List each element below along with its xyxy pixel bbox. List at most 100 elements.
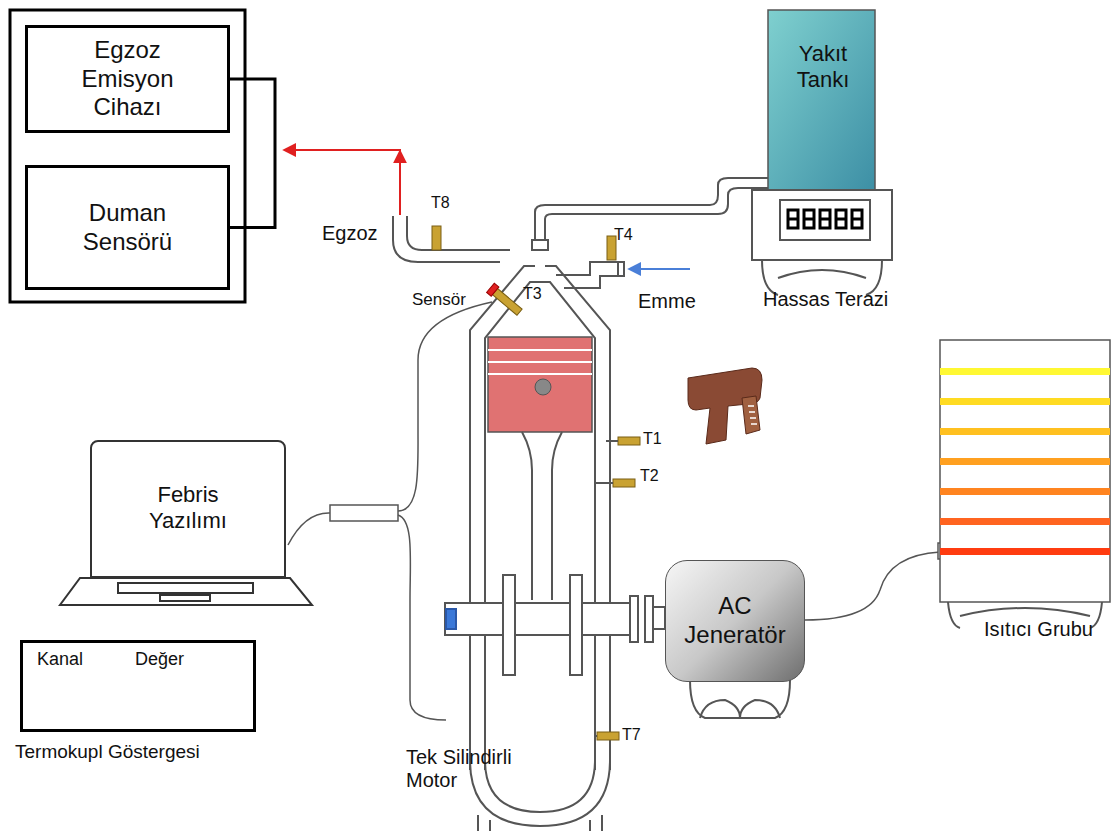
signal-cable: [288, 302, 954, 720]
scale-display: [820, 210, 830, 228]
laptop-screen: Febris Yazılımı: [90, 440, 286, 578]
thermocouple-probe: [597, 732, 619, 740]
analyzer-housing: [10, 10, 245, 302]
heater-bank: [940, 340, 1110, 602]
node-text: Değer: [135, 649, 184, 671]
scale-display: [804, 218, 814, 221]
engine-body: [532, 240, 548, 250]
precision-scale: [752, 190, 892, 295]
fuel-line: [535, 178, 768, 242]
display-box: KanalDeğerTermokupl Göstergesi: [20, 640, 256, 732]
heater-bank: [940, 458, 1110, 465]
thermocouple-probe: [432, 226, 441, 250]
scale-display: [788, 210, 798, 228]
engine-body: [470, 266, 610, 770]
probe-label: T7: [622, 726, 641, 744]
heat-gun: [748, 406, 757, 424]
crankshaft: [445, 603, 630, 635]
scale-display: [788, 210, 862, 228]
engine-body: [478, 815, 602, 831]
part-label: Tek Silindirli Motor: [406, 746, 541, 792]
precision-scale: [752, 190, 892, 260]
connecting-rod: [522, 432, 562, 600]
fuel-line: [535, 178, 768, 242]
sample-line: [399, 152, 401, 215]
piston: [488, 337, 592, 432]
engine-body: [470, 240, 610, 831]
signal-cable: [330, 505, 398, 521]
thermocouple-probe: [487, 283, 524, 317]
generator-feet: [690, 680, 790, 718]
thermocouple-probe: [618, 437, 640, 445]
node-text: Egzoz Emisyon Cihazı: [73, 36, 183, 122]
heater-bank: [940, 518, 1110, 525]
part-label: Sensör: [412, 290, 466, 310]
heater-bank: [940, 368, 1110, 375]
crankshaft: [653, 607, 665, 629]
intake-pipe: [556, 262, 690, 288]
engine-body: [470, 760, 610, 826]
scale-display: [852, 210, 862, 228]
piston: [488, 350, 592, 374]
piston: [488, 337, 592, 432]
signal-cable: [398, 302, 492, 511]
probe-label: T4: [614, 226, 633, 244]
scale-display: [820, 218, 830, 221]
intake-pipe: [556, 262, 620, 275]
crankshaft: [645, 596, 653, 642]
thermocouple-probe: [595, 735, 597, 737]
fuel-tank: [768, 10, 875, 190]
heat-gun: [742, 396, 760, 434]
thermocouple-probe: [596, 482, 613, 484]
laptop-base: [160, 595, 210, 601]
thermocouple-probe: [613, 479, 635, 487]
crankshaft: [445, 575, 665, 675]
probe-label: T3: [523, 285, 542, 303]
intake-pipe: [618, 262, 624, 276]
generator-feet: [690, 680, 790, 718]
crankshaft: [446, 609, 456, 629]
sensor-box: Duman Sensörü: [25, 165, 230, 290]
thermocouple-probe: [606, 440, 618, 442]
exhaust-pipe: [407, 216, 510, 250]
signal-cable: [805, 552, 940, 620]
node-text: Duman Sensörü: [68, 199, 188, 257]
tank-label-area: Yakıt Tankı: [770, 12, 876, 122]
connecting-rod: [522, 432, 562, 600]
exhaust-pipe: [393, 216, 510, 262]
connector-wire: [230, 79, 275, 228]
laptop-base: [60, 578, 312, 605]
engine-body: [485, 282, 595, 770]
scale-display: [852, 218, 862, 221]
signal-cable: [398, 515, 446, 720]
signal-cable: [288, 513, 330, 545]
fuel-tank: [768, 10, 875, 190]
sample-line: [285, 150, 400, 152]
precision-scale: [780, 200, 870, 240]
laptop-base: [60, 578, 312, 605]
scale-display: [836, 218, 846, 221]
exhaust-pipe: [393, 216, 500, 262]
node-text: Febris Yazılımı: [128, 482, 248, 535]
part-label: Isıtıcı Grubu: [984, 618, 1093, 641]
probe-label: T2: [640, 467, 659, 485]
crankshaft: [630, 596, 638, 642]
heater-bank: [940, 428, 1110, 435]
node-text: Termokupl Göstergesi: [15, 741, 200, 764]
heater-bank: [940, 548, 1110, 555]
scale-display: [836, 210, 846, 228]
fuel-line: [545, 188, 768, 242]
heat-gun: [688, 368, 762, 444]
crankshaft: [503, 575, 515, 675]
heat-gun: [688, 368, 762, 444]
crankshaft: [570, 575, 582, 675]
generator-box: AC Jeneratör: [665, 560, 805, 682]
intake-pipe: [630, 268, 690, 270]
node-text: Yakıt Tankı: [778, 41, 868, 94]
heater-bank: [940, 340, 1110, 628]
part-label: Emme: [638, 290, 696, 313]
part-label: Hassas Terazi: [763, 288, 888, 311]
piston: [535, 379, 551, 395]
node-text: AC Jeneratör: [678, 592, 793, 650]
